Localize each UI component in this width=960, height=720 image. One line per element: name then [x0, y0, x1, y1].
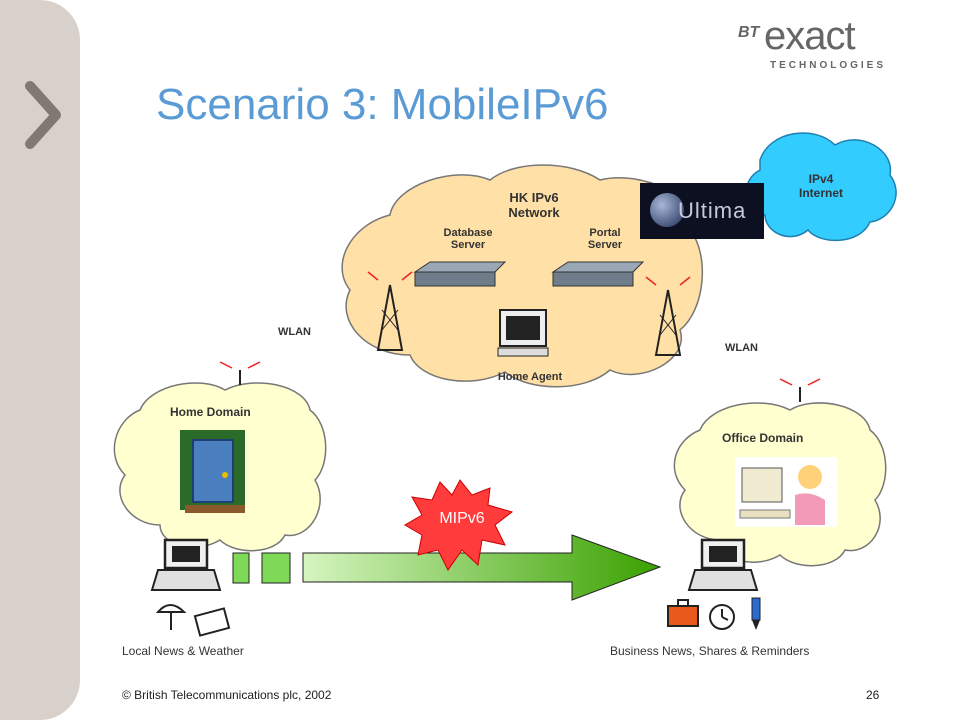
antenna-icon [367, 271, 413, 351]
home-domain-label: Home Domain [170, 405, 251, 419]
hk-cloud-label: HK IPv6 Network [508, 190, 560, 220]
portal-server-label: Portal Server [587, 227, 623, 251]
chevron-right-icon [25, 81, 61, 149]
antenna-icon [219, 361, 261, 385]
bt-exact-logo: BT exact TECHNOLOGIES [738, 14, 887, 71]
hk-ipv6-cloud [341, 164, 703, 388]
pen-icon [751, 597, 761, 630]
briefcase-icon [667, 599, 699, 627]
caption-right: Business News, Shares & Reminders [610, 644, 810, 658]
mipv6-burst [404, 479, 514, 571]
antenna-icon [645, 276, 691, 356]
page-title: Scenario 3: MobileIPv6 [156, 80, 609, 129]
alarm-clock-icon [709, 604, 735, 630]
page-number: 26 [866, 688, 880, 702]
ultima-logo: Ultima [640, 183, 764, 239]
ipv4-cloud-label: IPv4 Internet [798, 172, 843, 200]
wlan-right-label: WLAN [725, 342, 758, 354]
footer-copyright: © British Telecommunications plc, 2002 [122, 688, 332, 702]
ipv4-cloud [745, 132, 897, 242]
newspaper-icon [193, 607, 231, 637]
link-segment [232, 552, 250, 584]
database-server-label: Database Server [443, 227, 493, 251]
laptop-icon [687, 538, 759, 591]
link-segment [261, 552, 291, 584]
door-icon [180, 430, 245, 513]
office-domain-label: Office Domain [722, 431, 804, 445]
handover-arrow [302, 534, 662, 601]
server-icon [551, 261, 645, 287]
umbrella-icon [155, 604, 187, 630]
mipv6-label: MIPv6 [439, 510, 485, 527]
sidebar-strip [0, 0, 80, 720]
office-worker-icon [735, 457, 837, 527]
caption-left: Local News & Weather [122, 644, 244, 658]
home-agent-label: Home Agent [497, 371, 563, 383]
antenna-icon [779, 378, 821, 402]
laptop-icon [150, 538, 222, 591]
wlan-left-label: WLAN [278, 326, 311, 338]
computer-icon [497, 309, 549, 357]
server-icon [413, 261, 507, 287]
